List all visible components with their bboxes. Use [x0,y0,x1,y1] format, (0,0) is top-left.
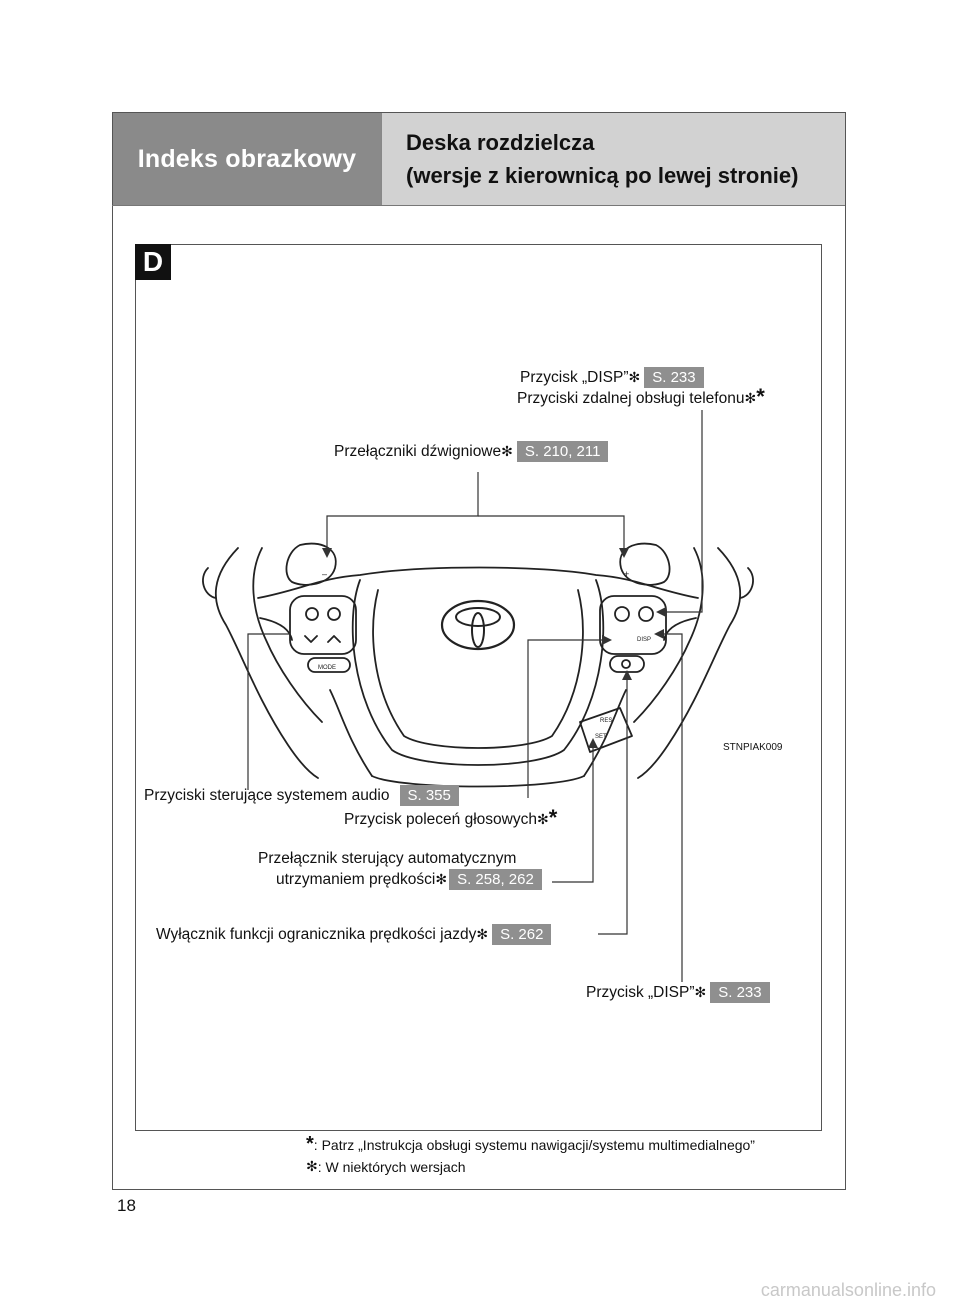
header-section-tab: Indeks obrazkowy [113,113,381,205]
ref-limiter: S. 262 [492,924,552,945]
ref-cruise: S. 258, 262 [449,869,542,890]
dagger-icon: ✻ [306,1158,318,1174]
dagger-icon: ✻ [694,984,707,1000]
label-disp-top: Przycisk „DISP” ✻ S. 233 [520,367,704,388]
label-speed-limiter: Wyłącznik funkcji ogranicznika prędkości… [156,924,552,945]
label-voice: Przycisk poleceń głosowych ✻ * [344,805,558,830]
label-audio-text: Przyciski sterujące systemem audio [144,786,390,804]
label-disp-top-text: Przycisk „DISP” [520,368,629,386]
res-label: RES [600,718,612,724]
section-badge: D [135,244,171,280]
label-voice-text: Przycisk poleceń głosowych [344,811,537,828]
paddle-plus-label: + [624,569,629,579]
dagger-icon: ✻ [501,443,513,459]
label-cruise-control: Przełącznik sterujący automatycznym utrz… [258,850,542,890]
label-cruise-line2: utrzymaniem prędkości [276,870,436,888]
page-frame [112,112,846,1190]
set-label: SET [595,734,607,740]
label-limiter-text: Wyłącznik funkcji ogranicznika prędkości… [156,925,477,943]
footnote-dagger: ✻ : W niektórych wersjach [306,1158,466,1175]
dagger-icon: ✻ [435,871,448,887]
dagger-icon: ✻ [628,369,641,385]
dagger-icon: ✻ [536,811,549,827]
asterisk-icon: * [306,1133,314,1155]
asterisk-icon: * [756,384,765,409]
wheel-rim-right [637,547,742,779]
label-audio: Przyciski sterujące systemem audio S. 35… [144,785,459,806]
airbag-pad [351,579,605,766]
footnote-dagger-text: : W niektórych wersjach [317,1158,466,1175]
label-disp-bottom-text: Przycisk „DISP” [586,983,695,1001]
paddle-right [619,542,671,586]
ref-disp-top: S. 233 [644,367,704,388]
dagger-icon: ✻ [744,390,757,406]
paddle-minus-label: – [322,569,327,579]
ref-audio: S. 355 [399,785,459,806]
wheel-rim-left [214,547,319,779]
label-phone-text: Przyciski zdalnej obsługi telefonu [517,390,745,407]
label-phone: Przyciski zdalnej obsługi telefonu ✻ * [517,384,765,409]
mode-label: MODE [318,665,336,671]
header-title-line1: Deska rozdzielcza [406,130,595,155]
ref-disp-bottom: S. 233 [710,982,770,1003]
footnote-asterisk: * : Patrz „Instrukcja obsługi systemu na… [306,1133,755,1155]
header-section-title: Indeks obrazkowy [137,144,357,173]
toyota-logo [440,599,516,651]
label-paddle-shifters: Przełączniki dźwigniowe ✻ S. 210, 211 [334,441,609,462]
ref-paddle: S. 210, 211 [516,441,609,462]
label-disp-bottom: Przycisk „DISP” ✻ S. 233 [586,982,770,1003]
header-divider [112,205,845,206]
cruise-control-stalk [579,707,633,753]
disp-wheel-label: DISP [637,637,651,643]
page-number: 18 [117,1196,136,1215]
header-title-block: Deska rozdzielcza (wersje z kierownicą p… [381,113,845,205]
asterisk-icon: * [548,805,558,830]
watermark: carmanualsonline.info [760,1280,936,1300]
diagram-box [135,244,822,1131]
footnote-asterisk-text: : Patrz „Instrukcja obsługi systemu nawi… [313,1137,755,1153]
image-code: STNPIAK009 [723,742,783,753]
header-title-line2: (wersje z kierownicą po lewej stronie) [406,163,799,188]
label-cruise-line1: Przełącznik sterujący automatycznym [258,850,517,867]
dagger-icon: ✻ [476,926,489,942]
label-paddle-text: Przełączniki dźwigniowe [334,442,502,460]
